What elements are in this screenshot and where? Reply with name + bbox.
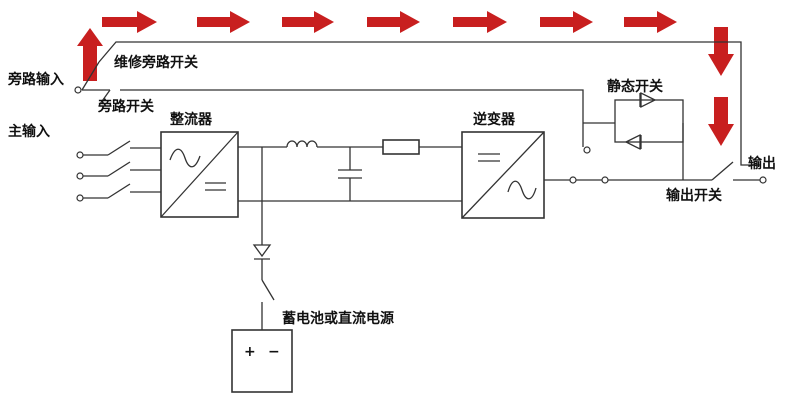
dc-bus	[238, 139, 462, 245]
flow-arrow-down-1	[708, 27, 734, 76]
rectifier-label: 整流器	[169, 111, 213, 128]
battery-box	[231, 329, 293, 393]
diode-icon	[252, 244, 272, 260]
inductor-coil-icon	[286, 140, 318, 148]
inverter-output-wiring	[544, 176, 712, 184]
diode-icon	[639, 91, 657, 109]
inverter-output-terminal-2	[601, 176, 609, 184]
dc-bars-icon	[478, 153, 500, 162]
main-input-terminal-2	[76, 172, 84, 180]
battery-source-label: 蓄电池或直流电源	[282, 310, 394, 327]
capacitor-icon	[338, 169, 362, 179]
bypass-switch-label: 旁路开关	[97, 98, 154, 115]
main-input-terminal-1	[76, 151, 84, 159]
battery-minus-sign: −	[268, 344, 280, 360]
inverter-output-terminal-1	[569, 176, 577, 184]
battery-branch: + −	[231, 244, 293, 393]
flow-arrow-right-4	[367, 11, 420, 33]
resistor-icon	[382, 139, 420, 155]
maintenance-bypass-switch-label: 维修旁路开关	[114, 54, 198, 71]
output-switch	[711, 161, 767, 184]
antiparallel-diode-icon	[624, 91, 657, 151]
output-label: 输出	[748, 155, 776, 172]
bypass-switch-terminal	[583, 146, 591, 154]
inverter-label: 逆变器	[473, 111, 516, 128]
ac-sine-icon	[169, 148, 201, 168]
labels: 旁路输入 维修旁路开关 旁路开关 主输入 整流器 逆变器 静态开关 输出开关 输…	[7, 54, 776, 327]
main-input-terminal-3	[76, 194, 84, 202]
flow-arrow-right-1	[102, 11, 157, 33]
rectifier-block	[160, 131, 239, 218]
maintenance-bypass-line	[98, 41, 760, 166]
output-terminal	[759, 176, 767, 184]
bypass-input-wiring	[74, 61, 615, 154]
dc-bars-icon	[205, 182, 226, 191]
flow-arrow-down-2	[708, 97, 734, 146]
static-switch-label: 静态开关	[607, 78, 663, 95]
battery-plus-sign: +	[244, 344, 256, 360]
main-input-label: 主输入	[8, 123, 50, 140]
flow-arrow-right-5	[453, 11, 507, 33]
diode-icon	[624, 133, 642, 151]
static-switch	[614, 91, 684, 180]
flow-arrow-right-7	[624, 11, 677, 33]
main-input-switches	[76, 140, 161, 202]
bypass-input-label: 旁路输入	[7, 71, 64, 88]
flow-arrow-right-2	[197, 11, 250, 33]
bypass-input-terminal	[74, 86, 82, 94]
ac-sine-icon	[507, 180, 537, 200]
flow-arrow-up	[77, 28, 103, 81]
flow-arrow-right-3	[282, 11, 334, 33]
output-switch-label: 输出开关	[666, 187, 722, 204]
power-flow-arrows	[77, 11, 734, 146]
inverter-block	[461, 131, 545, 219]
flow-arrow-right-6	[540, 11, 593, 33]
